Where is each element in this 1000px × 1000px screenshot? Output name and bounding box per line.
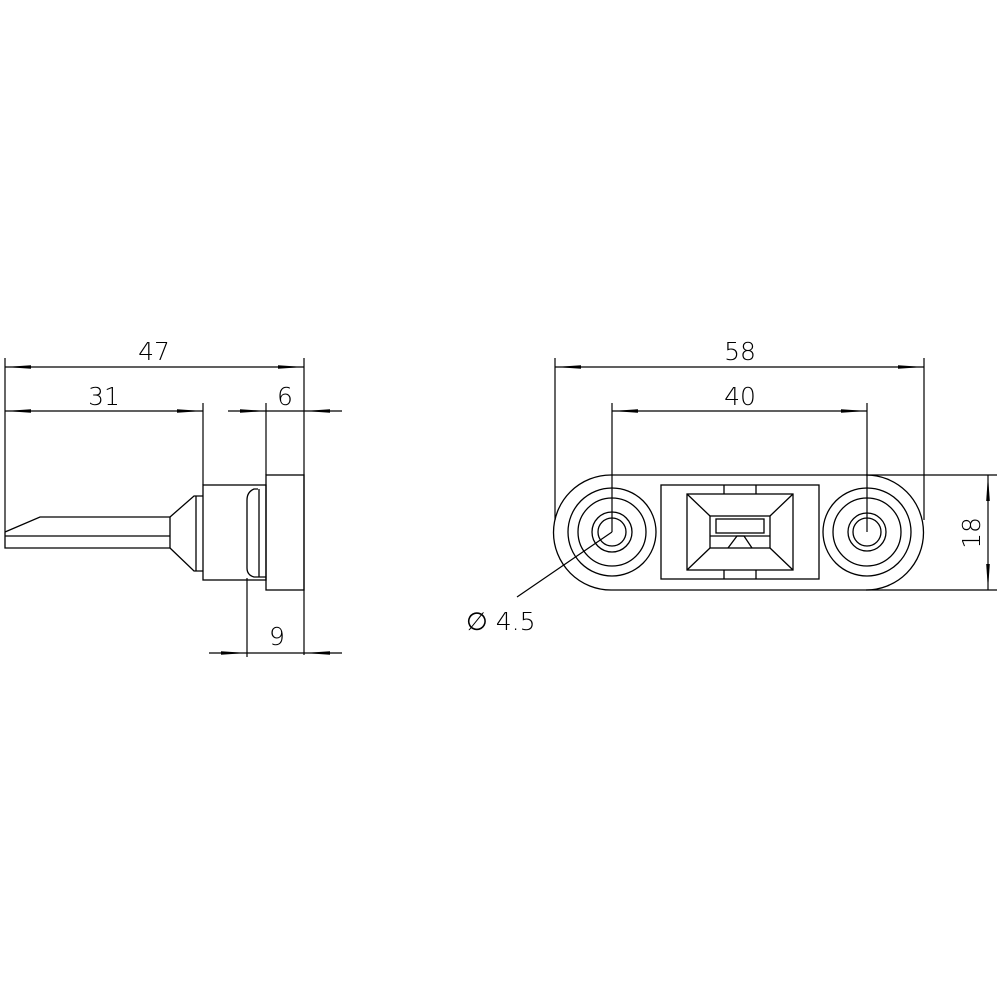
lever-shape: [4, 495, 203, 572]
dimension-hole-diameter: ∅ 4.5: [466, 531, 613, 636]
dimension-label-diameter: ∅ 4.5: [466, 607, 535, 636]
dimension-overall-width: 58: [555, 337, 924, 369]
switch-housing: [660, 484, 820, 580]
flange-shape: [265, 474, 305, 591]
front-view: 58 40 18 ∅ 4.5: [466, 337, 997, 636]
dimension-flange-thickness: 6: [228, 382, 342, 413]
dimension-height: 18: [957, 475, 990, 590]
dimension-body-depth: 9: [209, 622, 342, 655]
dimension-label-58: 58: [724, 337, 756, 366]
extension-lines: [554, 358, 997, 591]
dimension-lever-length: 31: [5, 382, 203, 413]
dimension-hole-spacing: 40: [612, 382, 867, 413]
dimension-label-6: 6: [277, 382, 293, 411]
side-view: 47 31 6 9: [4, 337, 342, 657]
dimension-label-18: 18: [957, 517, 986, 549]
bushing-body: [202, 484, 267, 581]
dimension-label-47: 47: [138, 337, 170, 366]
extension-lines: [4, 358, 305, 657]
dimension-label-40: 40: [724, 382, 756, 411]
dimension-label-31: 31: [88, 382, 120, 411]
dimension-label-9: 9: [269, 622, 285, 651]
dimension-overall-length: 47: [5, 337, 304, 369]
